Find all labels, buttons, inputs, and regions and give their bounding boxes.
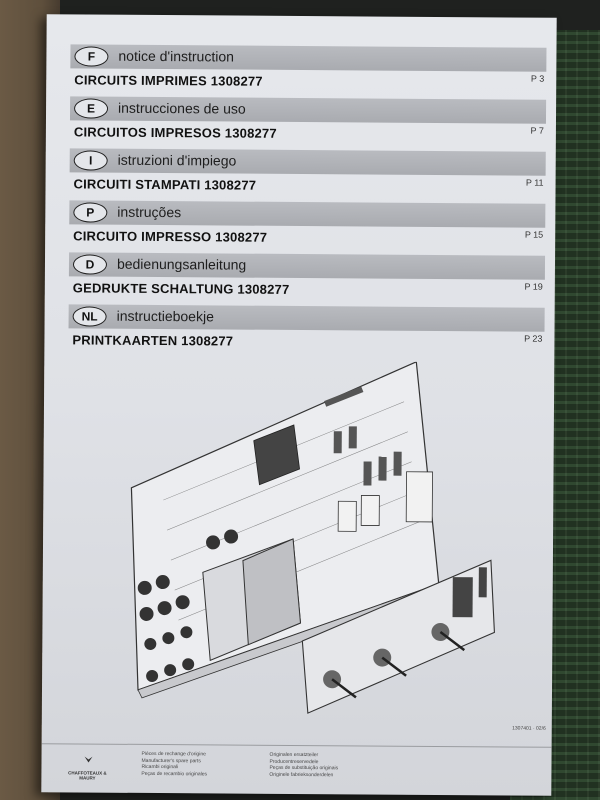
language-contents-list: F notice d'instruction P 3 CIRCUITS IMPR… [68, 44, 547, 359]
country-badge: I [73, 150, 108, 171]
language-label: istruzioni d'impiego [117, 151, 237, 169]
product-title: GEDRUKTE SCHALTUNG 1308277 [72, 280, 290, 297]
page-reference: P 3 [530, 73, 545, 84]
product-title: CIRCUITI STAMPATI 1308277 [73, 176, 257, 193]
page-reference: P 11 [525, 177, 544, 188]
original-parts-notice: Originalen ersatzteiler Producentreserve… [269, 752, 338, 778]
instruction-booklet: F notice d'instruction P 3 CIRCUITS IMPR… [41, 14, 557, 796]
product-title: CIRCUITS IMPRIMES 1308277 [74, 72, 263, 89]
language-label: instrucciones de uso [118, 99, 246, 117]
contents-entry-portuguese: P instruções P 15 CIRCUITO IMPRESSO 1308… [69, 200, 546, 255]
contents-entry-italian: I istruzioni d'impiego P 11 CIRCUITI STA… [69, 148, 546, 203]
page-reference: P 15 [524, 229, 544, 240]
contents-entry-dutch: NL instructieboekje P 23 PRINTKAARTEN 13… [68, 304, 545, 359]
country-badge: P [73, 202, 108, 223]
language-label: instructieboekje [116, 307, 214, 325]
spare-parts-line: Pièces de rechange d'origine [141, 750, 206, 758]
language-label: instruções [117, 203, 182, 221]
spare-parts-notice: Pièces de rechange d'origine Manufacture… [141, 751, 207, 777]
product-title: CIRCUITOS IMPRESOS 1308277 [73, 124, 277, 141]
contents-entry-german: D bedienungsanleitung P 19 GEDRUKTE SCHA… [68, 252, 546, 307]
document-code: 1307401 · 02/6 [512, 725, 546, 732]
product-title: CIRCUITO IMPRESSO 1308277 [73, 228, 268, 245]
contents-entry-french: F notice d'instruction P 3 CIRCUITS IMPR… [70, 44, 547, 99]
original-parts-line: Originele fabrieksonderdelen [269, 771, 334, 778]
spare-parts-line: Peças de recambio originales [141, 770, 208, 777]
country-badge: NL [72, 306, 107, 327]
circuit-board-illustration [130, 360, 495, 714]
page-reference: P 19 [524, 281, 543, 292]
booklet-footer: 1307401 · 02/6 CHAFFOTEAUX & MAURY Pièce… [41, 725, 552, 796]
product-title: PRINTKAARTEN 1308277 [72, 332, 234, 349]
language-label: bedienungsanleitung [116, 255, 247, 273]
brand-logo-icon [84, 756, 93, 763]
page-reference: P 23 [524, 333, 543, 344]
language-label: notice d'instruction [118, 47, 235, 65]
country-badge: F [74, 46, 109, 67]
brand-name: CHAFFOTEAUX & MAURY [68, 770, 107, 781]
contents-entry-spanish: E instrucciones de uso P 7 CIRCUITOS IMP… [69, 96, 547, 151]
page-reference: P 7 [530, 125, 544, 136]
country-badge: E [73, 98, 109, 119]
original-parts-line: Peças de substituição originais [269, 764, 339, 772]
country-badge: D [72, 254, 108, 275]
